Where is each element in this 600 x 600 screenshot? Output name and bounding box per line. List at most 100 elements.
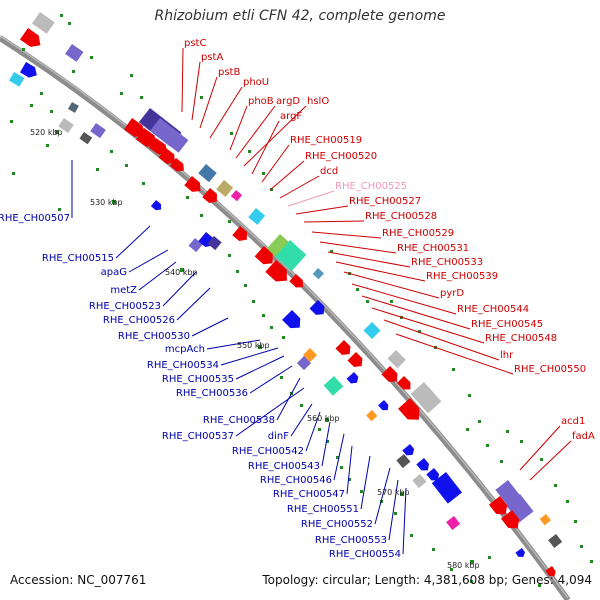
track-dot [466,428,469,431]
gene-label-argF: argF [280,111,302,122]
feature-arrow-13 [289,274,304,288]
gene-label-RHE_CH00545: RHE_CH00545 [471,319,543,330]
leader-line-RHE_CH00543 [321,421,331,467]
track-dot [270,188,273,191]
leader-line-acd1 [519,425,561,471]
scale-label-0: 520 kbp [30,128,63,137]
leader-line-fadA [529,440,572,481]
scale-label-5: 570 kbp [377,488,410,497]
scale-tick-2 [180,268,184,272]
feature-box-4 [58,118,74,134]
leader-line-RHE_CH00519 [261,144,290,183]
leader-line-RHE_CH00552 [374,467,391,525]
feature-arrow-21 [396,376,411,390]
leader-line-RHE_CH00545 [361,295,471,330]
gene-label-dinF: dinF [268,431,289,442]
leader-line-RHE_CH00530 [191,317,229,337]
feature-box-32 [539,514,551,526]
feature-arrow-28 [416,458,430,471]
feature-box-23 [410,382,442,414]
scale-tick-0 [55,130,59,134]
leader-line-RHE_CH00551 [360,455,371,510]
gene-label-phoB: phoB [248,96,274,107]
gene-label-RHE_CH00543: RHE_CH00543 [248,461,320,472]
track-dot [262,314,265,317]
leader-line-RHE_CH00523 [162,271,197,307]
label-leaders [71,47,572,555]
track-dot [142,182,145,185]
leader-line-RHE_CH00529 [311,231,382,239]
track-dot [244,284,247,287]
feature-arrow-19 [347,352,363,367]
track-dot [72,70,75,73]
track-dot [12,172,15,175]
gene-label-argD: argD [276,96,300,107]
track-dot [125,164,128,167]
leader-line-metZ [138,261,177,291]
gene-label-RHE_CH00550: RHE_CH00550 [514,364,586,375]
feature-box-15 [275,240,307,272]
scale-tick-3 [258,345,262,349]
scale-tick-4 [325,418,329,422]
feature-arrow-1 [19,28,41,47]
feature-arrow-16 [282,310,301,329]
track-dot [68,22,71,25]
gene-label-RHE_CH00526: RHE_CH00526 [103,315,175,326]
track-dot [432,548,435,551]
track-dot [554,484,557,487]
track-dot [120,92,123,95]
feature-arrow-31 [500,510,520,529]
gene-label-pyrD: pyrD [440,288,464,299]
leader-line-RHE_CH00539 [335,261,426,282]
track-dot [410,534,413,537]
track-dot [574,520,577,523]
track-dot [326,440,329,443]
track-dot [270,326,273,329]
leader-line-RHE_CH00544 [351,283,457,315]
track-dot [340,466,343,469]
track-dot [282,336,285,339]
leader-line-pstA [191,61,201,121]
leader-line-phoU [209,86,243,139]
map-title: Rhizobium etli CFN 42, complete genome [154,8,446,24]
gene-features [9,12,563,577]
leader-line-pstB [199,76,218,129]
scale-ticks [55,130,474,564]
track-dot [46,144,49,147]
track-dot [590,560,593,563]
gene-label-RHE_CH00527: RHE_CH00527 [349,196,421,207]
leader-line-RHE_CH00536 [249,365,293,394]
leader-line-RHE_CH00525 [287,190,335,207]
track-dot [96,168,99,171]
track-dot [356,288,359,291]
feature-arrow-10 [232,226,247,242]
feature-box-22 [387,350,406,369]
gene-label-RHE_CH00548: RHE_CH00548 [485,333,557,344]
track-dot [262,172,265,175]
feature-box-13 [248,208,266,225]
feature-box-3 [9,72,25,87]
scale-tick-5 [400,492,404,496]
track-dot [318,428,321,431]
feature-arrow-4 [135,128,157,147]
track-dot [418,330,421,333]
gene-label-RHE_CH00525: RHE_CH00525 [335,181,407,192]
feature-box-24 [323,376,344,396]
track-dot [252,300,255,303]
leader-line-argD [235,105,276,159]
gene-label-RHE_CH00546: RHE_CH00546 [260,475,332,486]
feature-box-31 [505,494,534,523]
scale-label-3: 550 kbp [237,341,270,350]
leader-line-phoB [229,105,248,151]
track-dot [580,545,583,548]
track-dot [566,500,569,503]
feature-arrow-6 [158,148,175,164]
feature-box-33 [548,534,563,549]
feature-arrow-33 [545,566,556,577]
gene-label-metZ: metZ [110,285,137,296]
gene-label-RHE_CH00536: RHE_CH00536 [176,388,248,399]
track-dot [248,150,251,153]
leader-line-RHE_CH00546 [333,433,345,481]
